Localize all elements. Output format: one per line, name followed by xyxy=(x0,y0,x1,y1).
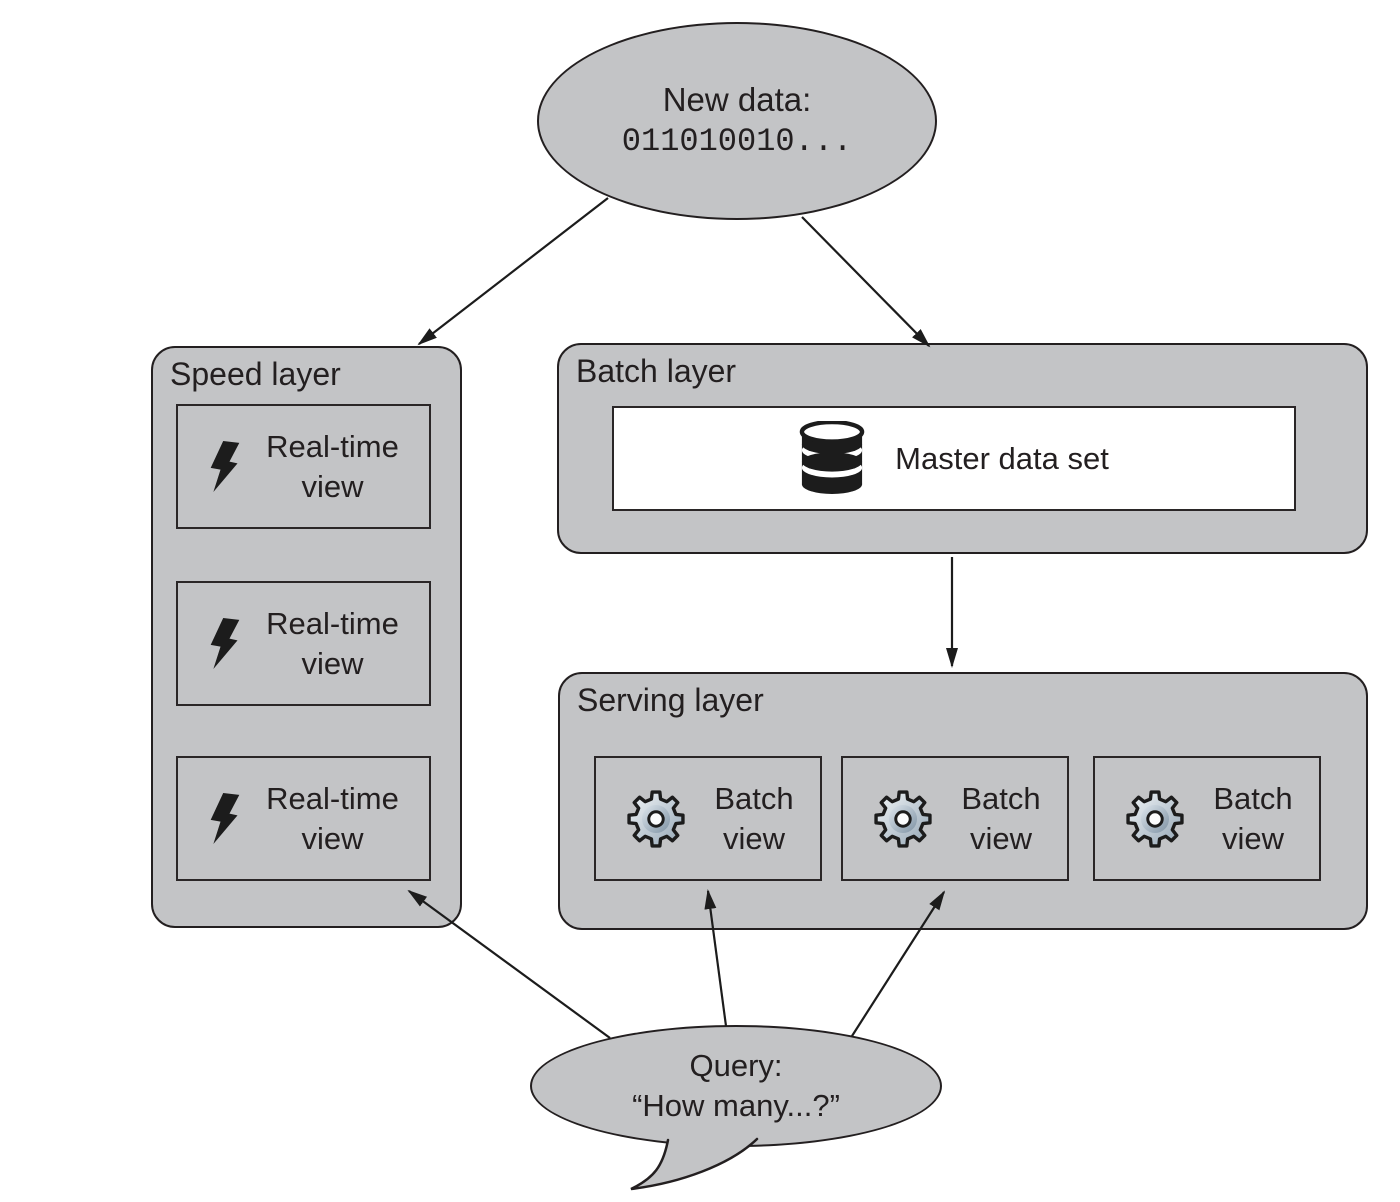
batch-view-label: Batch view xyxy=(714,779,793,859)
new-data-binary-text: 011010010... xyxy=(621,123,853,160)
master-data-set-label: Master data set xyxy=(895,440,1109,476)
batch-layer: Batch layer Master data set xyxy=(557,343,1368,554)
serving-layer: Serving layer Batch view Batch view Batc… xyxy=(558,672,1368,930)
speed-layer-title: Speed layer xyxy=(170,356,341,392)
batch-view-label-line2: view xyxy=(722,820,785,856)
realtime-view-label-line2: view xyxy=(301,468,364,504)
batch-view-label: Batch view xyxy=(1213,779,1292,859)
batch-view-box-1: Batch view xyxy=(594,756,822,881)
realtime-view-label-line2: view xyxy=(301,645,364,681)
realtime-view-label-line1: Real-time xyxy=(266,605,399,641)
batch-view-box-2: Batch view xyxy=(841,756,1069,881)
realtime-view-label: Real-time view xyxy=(266,779,399,859)
new-data-node: New data: 011010010... xyxy=(537,22,937,220)
batch-layer-title: Batch layer xyxy=(576,353,737,389)
master-data-set-box: Master data set xyxy=(612,406,1296,511)
batch-view-label-line2: view xyxy=(969,820,1032,856)
realtime-view-label-line2: view xyxy=(301,820,364,856)
query-label-line2: “How many...?” xyxy=(632,1088,840,1123)
gear-icon xyxy=(627,789,686,848)
lightning-bolt-icon xyxy=(210,617,240,669)
lightning-bolt-icon xyxy=(210,440,240,492)
arrow-newdata-to-batch xyxy=(801,216,931,348)
batch-view-box-3: Batch view xyxy=(1093,756,1321,881)
realtime-view-label: Real-time view xyxy=(266,427,399,507)
database-icon xyxy=(799,421,865,497)
batch-view-label-line1: Batch xyxy=(1213,780,1293,816)
batch-view-label: Batch view xyxy=(961,779,1040,859)
query-label-line1: Query: xyxy=(689,1048,783,1083)
arrow-newdata-to-speed xyxy=(417,197,609,346)
realtime-view-label: Real-time view xyxy=(266,604,399,684)
gear-icon xyxy=(874,789,933,848)
batch-view-label-line1: Batch xyxy=(714,780,794,816)
realtime-view-box-1: Real-time view xyxy=(176,404,431,529)
new-data-label: New data: xyxy=(662,81,812,118)
query-bubble: Query: “How many...?” xyxy=(530,1025,942,1147)
realtime-view-box-2: Real-time view xyxy=(176,581,431,706)
realtime-view-label-line1: Real-time xyxy=(266,428,399,464)
batch-view-label-line1: Batch xyxy=(961,780,1041,816)
lightning-bolt-icon xyxy=(210,792,240,844)
realtime-view-box-3: Real-time view xyxy=(176,756,431,881)
speed-layer: Speed layer Real-time view Real-time vie… xyxy=(151,346,462,928)
gear-icon xyxy=(1126,789,1185,848)
realtime-view-label-line1: Real-time xyxy=(266,780,399,816)
batch-view-label-line2: view xyxy=(1221,820,1284,856)
serving-layer-title: Serving layer xyxy=(577,682,764,718)
